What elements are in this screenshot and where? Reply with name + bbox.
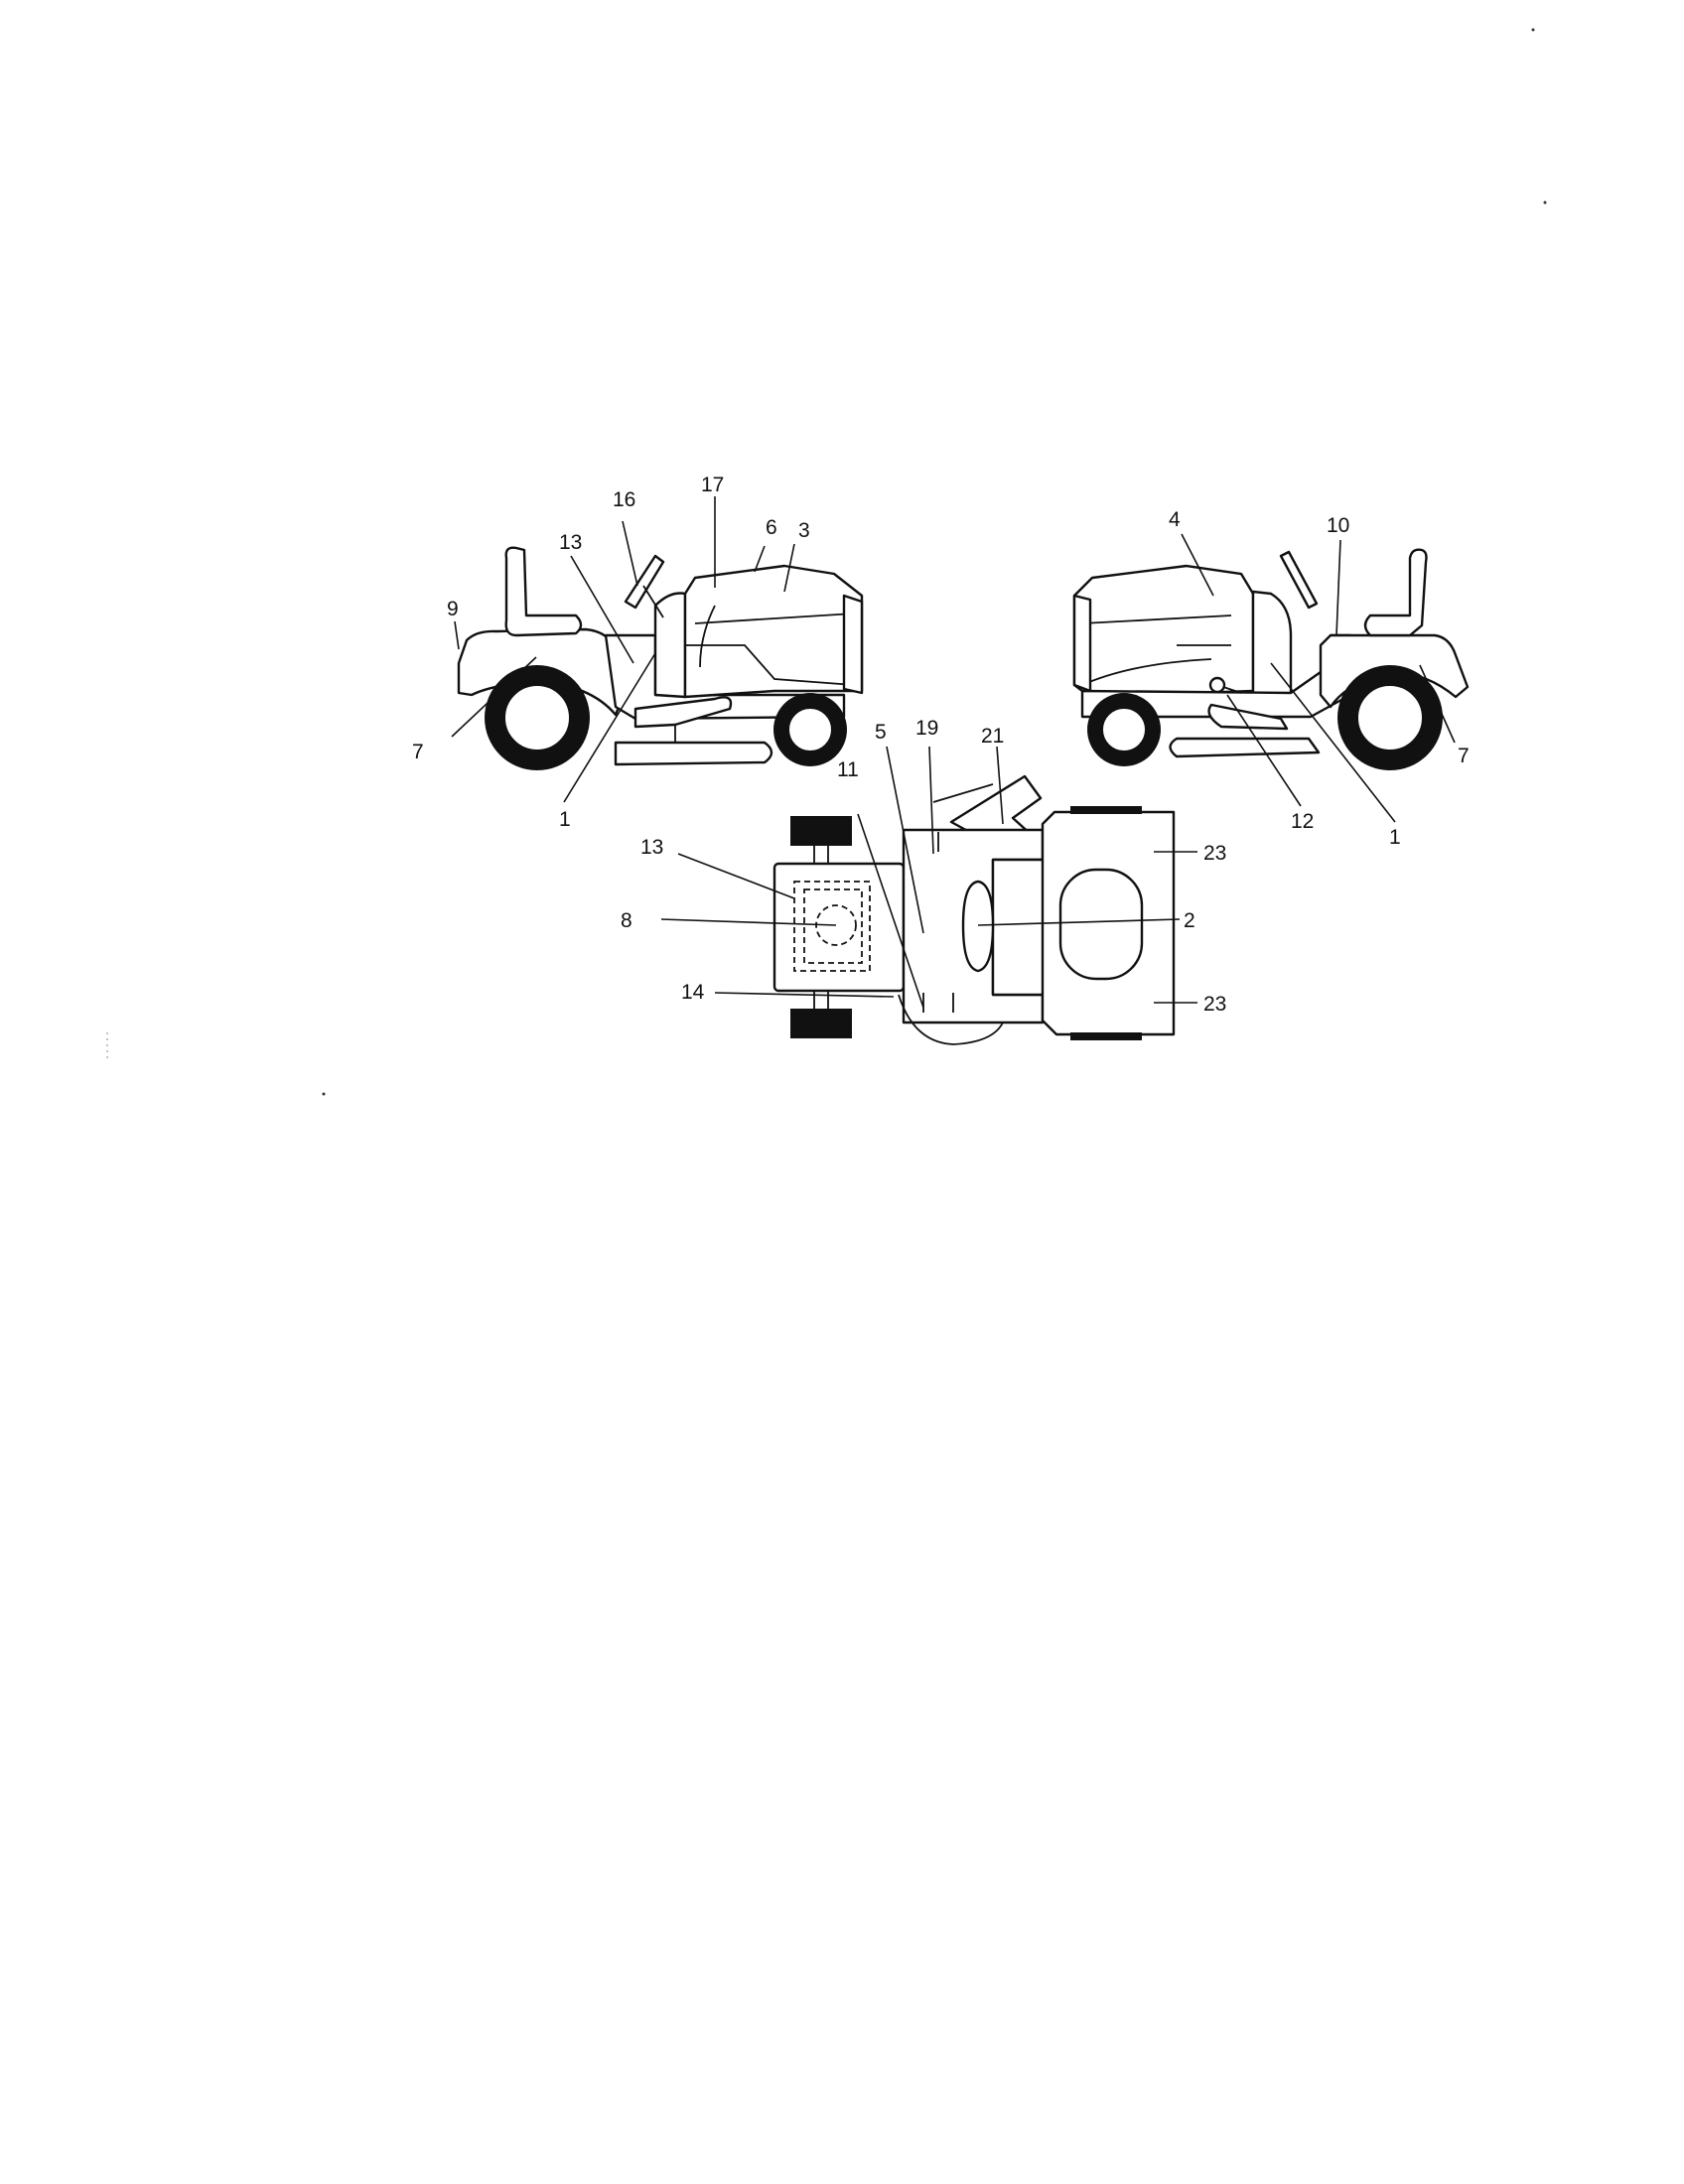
callout-1-right: 1 bbox=[1389, 826, 1401, 849]
top-rear-tire-upper bbox=[790, 816, 852, 846]
tractor-left-side-view: 16 17 6 3 13 9 7 1 bbox=[412, 474, 864, 831]
callout-13-top: 13 bbox=[640, 836, 663, 859]
callout-19: 19 bbox=[915, 717, 938, 740]
callout-3: 3 bbox=[798, 519, 810, 542]
callout-9: 9 bbox=[447, 598, 459, 620]
callout-7-right: 7 bbox=[1458, 745, 1470, 767]
callout-16: 16 bbox=[613, 488, 635, 511]
callout-7: 7 bbox=[412, 741, 424, 763]
callout-13: 13 bbox=[559, 531, 582, 554]
callout-4: 4 bbox=[1169, 508, 1181, 531]
callout-17: 17 bbox=[701, 474, 724, 496]
callout-6: 6 bbox=[766, 516, 777, 539]
top-rear-tire-lower bbox=[790, 1009, 852, 1038]
callout-11: 11 bbox=[837, 758, 859, 781]
callout-1: 1 bbox=[559, 808, 571, 831]
callout-8: 8 bbox=[621, 909, 632, 932]
callout-14: 14 bbox=[681, 981, 705, 1004]
callout-12: 12 bbox=[1291, 810, 1314, 833]
callout-21: 21 bbox=[981, 725, 1004, 748]
tractor-top-view: 5 19 21 11 13 8 14 23 2 23 bbox=[621, 717, 1226, 1045]
callout-2: 2 bbox=[1184, 909, 1195, 932]
callout-23-upper: 23 bbox=[1203, 842, 1226, 865]
callout-23-lower: 23 bbox=[1203, 993, 1226, 1016]
callout-10: 10 bbox=[1327, 514, 1349, 537]
callout-5: 5 bbox=[875, 721, 887, 744]
tractor-right-side-view: 4 10 7 12 1 bbox=[1072, 508, 1470, 849]
scan-specks bbox=[106, 28, 1547, 1096]
